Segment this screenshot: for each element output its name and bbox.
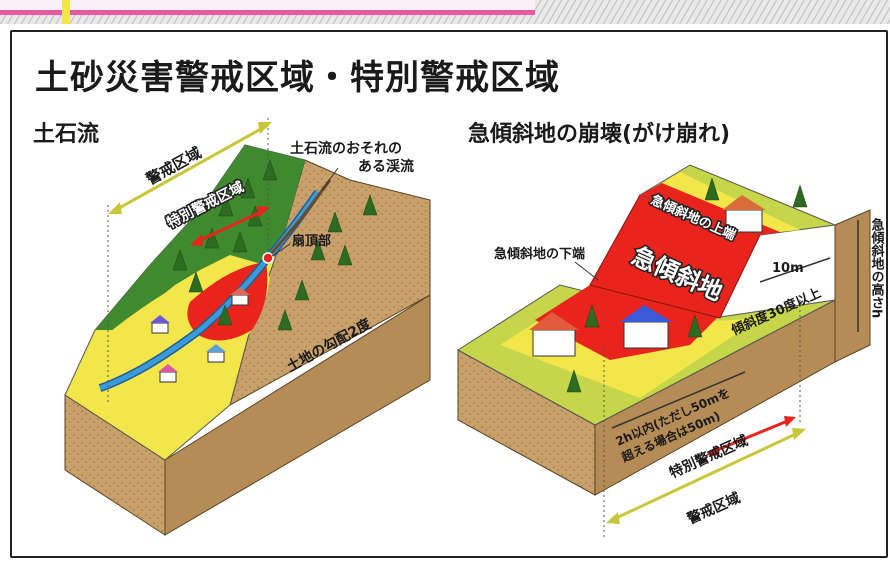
right-houses [529, 195, 766, 357]
fan-apex-marker [262, 252, 274, 264]
debris-flow-heading: 土石流 [33, 122, 100, 147]
ravine [268, 179, 332, 256]
keikai-upper-zone [662, 172, 800, 232]
left-trees [172, 159, 378, 331]
keikai-label-right: 警戒区域 [685, 489, 743, 527]
top-strip [0, 0, 890, 24]
keikai-arrow-right [611, 430, 801, 522]
debris-flow-diagram: 警戒区域 特別警戒区域 土石流のおそれの ある渓流 扇頂部 土地の勾配2度 [64, 118, 431, 536]
height-label: 急傾斜地の高さh [869, 217, 886, 318]
tokubetsu-arrow [195, 208, 266, 244]
upper-block-side [834, 209, 871, 363]
right-trees [566, 177, 808, 393]
ten-m-label: 10m [772, 261, 804, 276]
stream-label-2: ある渓流 [358, 158, 414, 175]
fan-apex-label: 扇頂部 [292, 233, 331, 249]
lower-edge-label: 急傾斜地の下端 [494, 246, 585, 262]
left-houses [150, 287, 250, 383]
page-title: 土砂災害警戒区域・特別警戒区域 [35, 58, 560, 98]
left-block-side [164, 294, 431, 536]
steep-slope-diagram: 急傾斜地の上端 急傾斜地の下端 急傾斜地 10m 傾斜度30度以上 急傾斜地の高… [457, 164, 886, 540]
steep-slope-heading: 急傾斜地の崩壊(がけ崩れ) [468, 122, 731, 147]
keikai-arrow [111, 123, 269, 214]
tokubetsu-arrow-right [711, 418, 791, 454]
stream-label-1: 土石流のおそれの [290, 140, 402, 157]
